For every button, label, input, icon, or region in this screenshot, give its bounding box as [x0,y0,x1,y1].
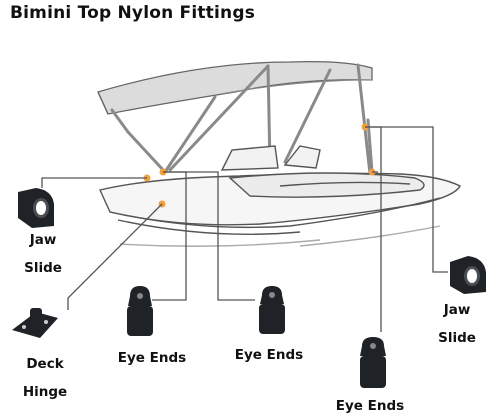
label-jaw-slide-left: Jaw Slide [18,226,68,282]
label-deck-hinge: Deck Hinge [2,350,88,406]
label-jaw-slide-right: Jaw Slide [432,296,482,352]
eye-end-3-icon [360,337,386,388]
label-eye-ends-1: Eye Ends [112,344,192,372]
jaw-slide-right-icon [450,256,486,294]
deck-hinge-icon [12,308,58,338]
jaw-slide-left-icon [18,188,54,228]
eye-end-2-icon [259,286,285,334]
eye-end-1-icon [127,286,153,336]
label-eye-ends-2: Eye Ends [229,341,309,369]
